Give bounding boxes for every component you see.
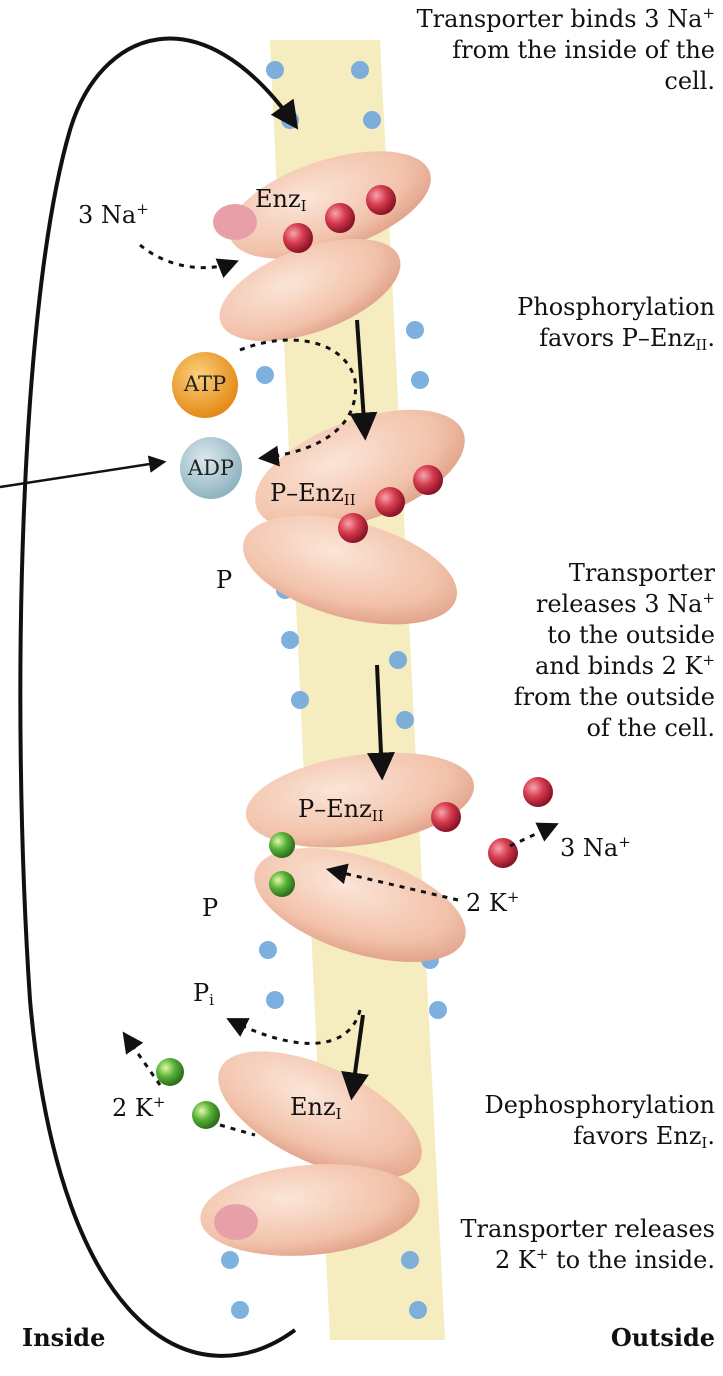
step-dephosphorylation: Dephosphorylation favors EnzI. <box>484 1090 715 1159</box>
na-outside-label: 3 Na+ <box>560 833 631 864</box>
phosphate-label-1: P <box>216 565 232 596</box>
pi-label: Pi <box>193 978 214 1016</box>
step-phosphorylation: Phosphorylation favors P–EnzII. <box>517 292 715 361</box>
step-release-na: Transporter releases 3 Na+ to the outsid… <box>514 558 715 744</box>
atp-label: ATP <box>180 372 230 396</box>
enzyme-state-2 <box>231 385 480 644</box>
phosphate-label-2: P <box>202 893 218 924</box>
enzyme-3-label: P–EnzII <box>298 794 384 832</box>
inside-label: Inside <box>22 1322 105 1353</box>
k-inside-label: 2 K+ <box>112 1093 165 1124</box>
na-inside-label: 3 Na+ <box>78 200 149 231</box>
enzyme-1-label: EnzI <box>255 184 307 222</box>
enzyme-4-label: EnzI <box>290 1092 342 1130</box>
k-outside-label: 2 K+ <box>466 888 519 919</box>
outside-label: Outside <box>611 1322 715 1353</box>
adp-label: ADP <box>186 456 236 480</box>
step-bind-na: Transporter binds 3 Na+ from the inside … <box>417 4 715 97</box>
enzyme-2-label: P–EnzII <box>270 478 356 516</box>
step-release-k: Transporter releases 2 K+ to the inside. <box>461 1214 716 1276</box>
